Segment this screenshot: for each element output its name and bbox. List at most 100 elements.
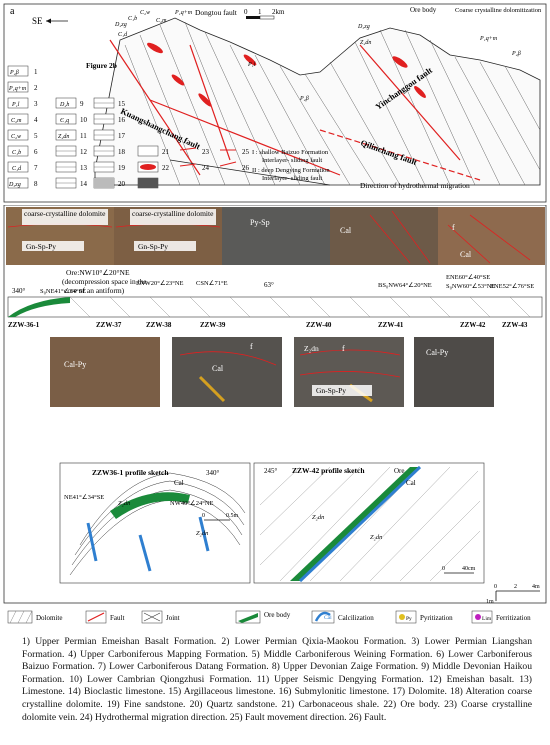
photo8-ore-label: Gn-Sp-Py	[316, 386, 346, 395]
svg-text:4: 4	[34, 116, 38, 124]
svg-text:D₃zg: D₃zg	[8, 182, 21, 188]
angle-340-label: 340°	[12, 287, 26, 295]
photo5-cal-label: Cal	[460, 250, 472, 259]
svg-text:0: 0	[442, 566, 445, 572]
svg-text:1m: 1m	[486, 599, 494, 605]
svg-text:ENW20°∠23°NE: ENW20°∠23°NE	[136, 279, 184, 287]
svg-text:18: 18	[118, 148, 126, 156]
svg-text:S₀NE41°∠34°SE: S₀NE41°∠34°SE	[40, 287, 86, 295]
sketch1-scale: 0 0.5m	[202, 513, 239, 521]
photo9-label: Cal-Py	[426, 348, 448, 357]
photo2-bottom-label: Gn-Sp-Py	[138, 242, 168, 251]
svg-text:0: 0	[244, 8, 248, 16]
photo-strip-middle	[50, 337, 494, 407]
terrain-outline	[94, 17, 541, 186]
photo7-cal-label: Cal	[212, 364, 224, 373]
svg-text:5: 5	[34, 132, 38, 140]
svg-text:2: 2	[514, 584, 517, 590]
svg-text:P₂β: P₂β	[511, 51, 521, 57]
svg-text:1: 1	[258, 8, 262, 16]
svg-text:Ore:NW10°∠20°NE: Ore:NW10°∠20°NE	[66, 268, 130, 277]
svg-text:P₁l: P₁l	[247, 62, 256, 68]
svg-text:(decompression space in the: (decompression space in the	[62, 277, 147, 286]
svg-text:9: 9	[80, 100, 84, 108]
photo2-top-label: coarse-crystalline dolomite	[132, 209, 214, 218]
svg-text:3: 3	[34, 100, 38, 108]
svg-text:26: 26	[242, 164, 250, 172]
svg-text:Calcilization: Calcilization	[338, 614, 374, 622]
ore-lenses-a	[147, 42, 426, 107]
sketch1-title: ZZW36-1 profile sketch	[92, 468, 169, 477]
svg-text:Ferritization: Ferritization	[496, 614, 531, 622]
svg-text:0: 0	[202, 513, 205, 519]
svg-text:C₂w: C₂w	[140, 10, 150, 16]
panel-b-frame	[3, 205, 547, 604]
sketch1-att2: NW40°∠24°NE	[170, 499, 214, 507]
sketch1-cal: Cal	[174, 479, 184, 487]
panel-a-label: a	[10, 6, 15, 17]
svg-text:24: 24	[202, 164, 210, 172]
svg-text:C₁b: C₁b	[128, 16, 137, 22]
photo8-f-label: f	[342, 344, 345, 353]
svg-text:1: 1	[34, 68, 38, 76]
svg-text:2: 2	[34, 84, 38, 92]
legend-joint: Joint	[141, 610, 180, 624]
sketch2-zdn2: Z₂dn	[370, 534, 382, 541]
coarse-dolomitization-label: Coarse crystalline dolomitization	[455, 7, 542, 14]
sketch2-ore: Ore	[394, 467, 405, 475]
svg-text:II : deep Dengying Formation: II : deep Dengying Formation	[252, 167, 330, 174]
ore-note: Ore:NW10°∠20°NE (decompression space in …	[62, 268, 147, 295]
svg-text:Interlayer- sliding fault: Interlayer- sliding fault	[262, 157, 322, 164]
svg-text:19: 19	[118, 164, 126, 172]
sketch1-profile	[59, 462, 251, 584]
sketch2-profile	[253, 462, 485, 584]
svg-text:Joint: Joint	[166, 614, 180, 622]
sketch1-angle: 340°	[206, 469, 220, 477]
svg-text:C₂m: C₂m	[156, 18, 167, 24]
legend-calcilization: Cal Calcilization	[311, 610, 374, 624]
dongtou-fault-line	[169, 159, 331, 186]
svg-text:0: 0	[494, 584, 497, 590]
sketch2-cal: Cal	[406, 479, 416, 487]
direction-se-label: SE	[32, 16, 43, 26]
svg-text:D₂h: D₂h	[59, 102, 69, 108]
svg-text:ZZW-39: ZZW-39	[200, 321, 226, 329]
svg-text:P₁q+m: P₁q+m	[479, 36, 498, 42]
svg-text:C₁d: C₁d	[118, 32, 128, 38]
angle-63-label: 63°	[264, 281, 274, 289]
figure-2b-label: Figure 2b	[86, 61, 117, 70]
scale-bar-a: 0 1 2km	[244, 8, 285, 20]
svg-text:ENE52°∠76°SE: ENE52°∠76°SE	[490, 282, 534, 290]
dongtou-fault-label: Dongtou fault	[195, 8, 238, 17]
se-arrow-icon	[46, 18, 68, 24]
fault-lines-a	[109, 39, 481, 181]
svg-text:ZZW-38: ZZW-38	[146, 321, 172, 329]
sketch1-zdn2: Z₂dn	[196, 530, 208, 537]
svg-text:ENE60°∠40°SE: ENE60°∠40°SE	[446, 273, 490, 281]
sketch2-title: ZZW-42 profile sketch	[292, 466, 365, 475]
sketch2-scale: 0 40cm	[442, 566, 476, 574]
svg-text:P₁l: P₁l	[11, 102, 20, 108]
legend-fault: Fault	[85, 610, 124, 624]
panel-b-profile: b coarse-crystalline dolomite Gn-Sp-Py c…	[3, 205, 547, 605]
svg-text:ZZW-42: ZZW-42	[460, 321, 486, 329]
svg-text:P₂β: P₂β	[299, 96, 309, 102]
svg-text:core of an antiform): core of an antiform)	[64, 286, 125, 295]
photo4-label: Cal	[340, 226, 352, 235]
svg-text:0.5m: 0.5m	[226, 513, 239, 519]
sketch1-zdn1: Z₂dn	[118, 500, 130, 507]
svg-text:14: 14	[80, 180, 88, 188]
photo1-top-label: coarse-crystalline dolomite	[24, 209, 106, 218]
svg-text:10: 10	[80, 116, 88, 124]
svg-text:16: 16	[118, 116, 126, 124]
svg-text:P₁q+m: P₁q+m	[8, 86, 27, 92]
legend-ferritization: Lim Ferritization	[471, 610, 531, 624]
svg-text:D₃zg: D₃zg	[357, 24, 370, 30]
legend-dolomite: Dolomite	[7, 610, 62, 624]
svg-text:6: 6	[34, 148, 38, 156]
svg-text:ZZW-36-1: ZZW-36-1	[8, 321, 40, 329]
svg-text:ZZW-40: ZZW-40	[306, 321, 332, 329]
legend-pyritization: Py Pyritization	[395, 610, 453, 624]
photo7-f-label: f	[250, 342, 253, 351]
svg-text:Cal: Cal	[324, 615, 332, 621]
